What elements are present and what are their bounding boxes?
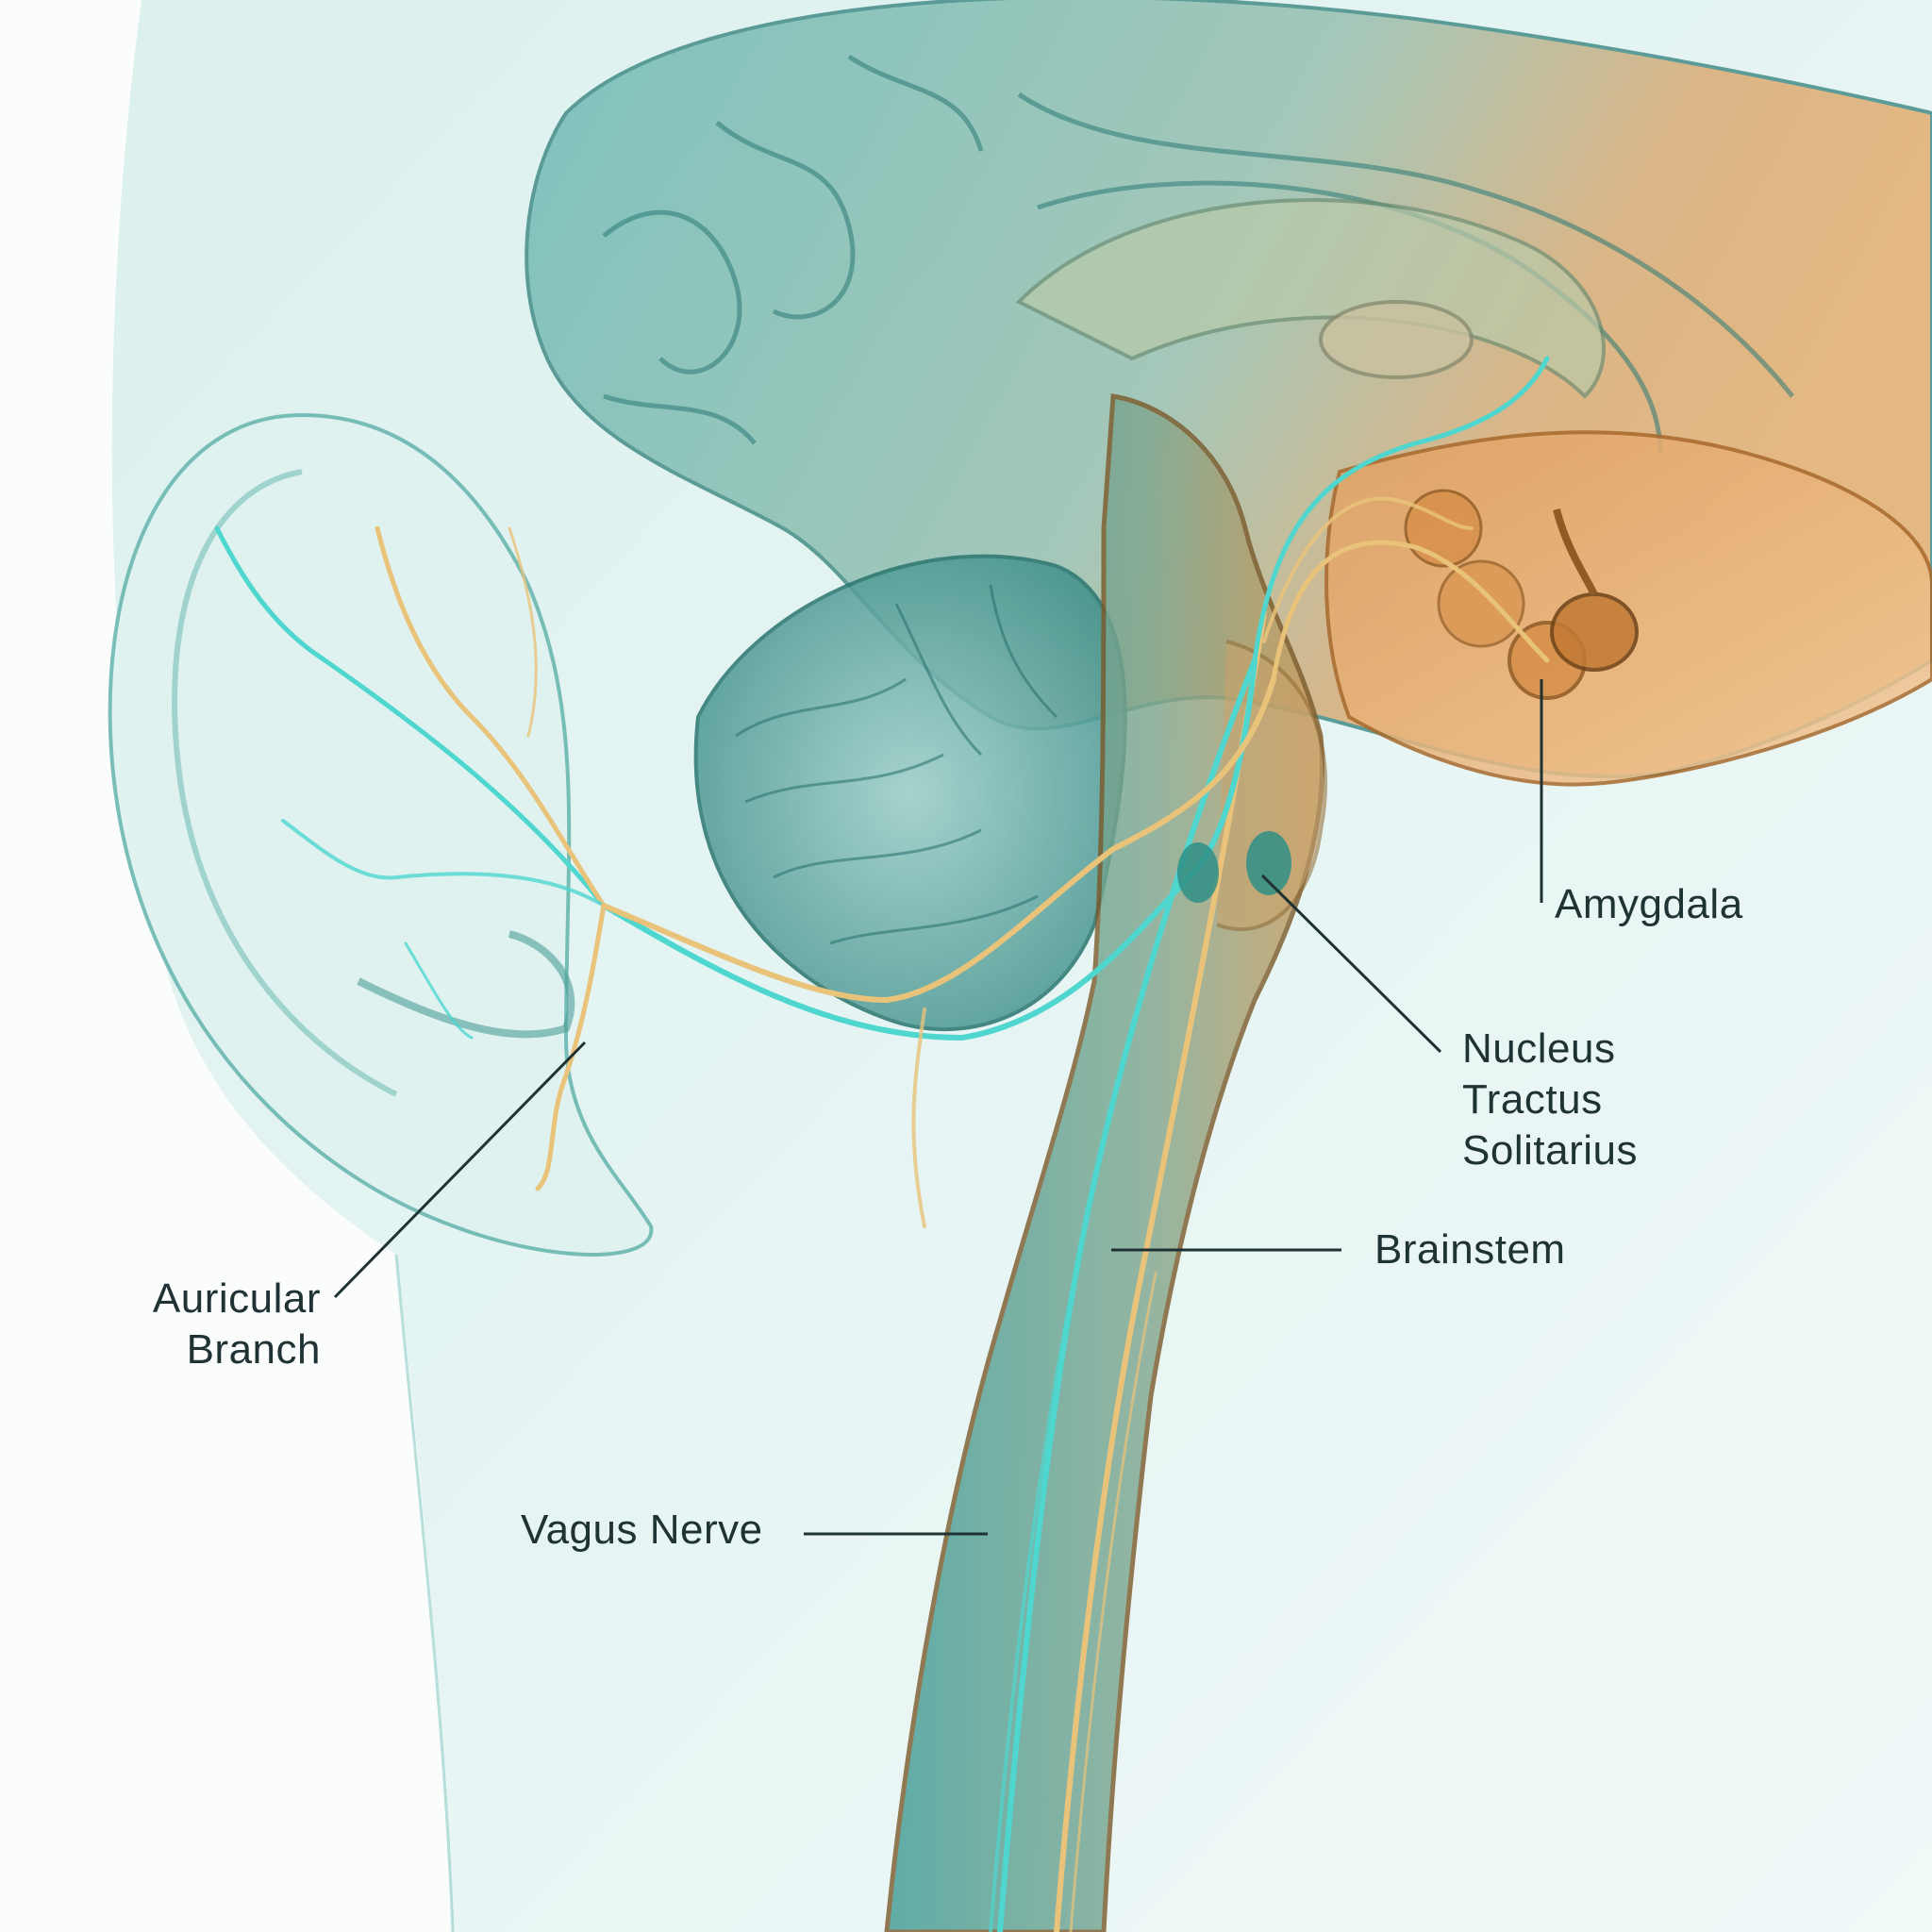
nts-nucleus-left xyxy=(1177,842,1219,903)
label-nts-line2: Tractus xyxy=(1462,1076,1603,1123)
label-auricular-line1: Auricular xyxy=(152,1275,321,1322)
label-nucleus-tractus-solitarius: Nucleus Tractus Solitarius xyxy=(1462,1024,1638,1176)
ear xyxy=(108,412,654,1257)
pons xyxy=(1216,640,1328,931)
neck-outline xyxy=(394,1254,455,1932)
label-nts-line3: Solitarius xyxy=(1462,1127,1638,1174)
leader-auricular xyxy=(333,1041,587,1299)
auricular-nerve-branches xyxy=(214,525,607,1191)
label-amygdala: Amygdala xyxy=(1555,881,1743,927)
vagus-nerve-bundle xyxy=(989,610,1267,1932)
label-vagus-nerve: Vagus Nerve xyxy=(521,1507,763,1553)
leader-lines xyxy=(333,679,1543,1536)
cerebellum-folia xyxy=(735,584,1058,945)
label-auricular-branch: Auricular Branch xyxy=(132,1274,321,1375)
label-auricular-line2: Branch xyxy=(186,1326,321,1373)
leader-nts xyxy=(1260,874,1442,1054)
nts-nucleus-right xyxy=(1246,831,1291,895)
auricular-to-brainstem-nerves xyxy=(601,356,1550,1228)
label-brainstem: Brainstem xyxy=(1374,1226,1566,1273)
thalamus xyxy=(1319,300,1474,379)
label-nts-line1: Nucleus xyxy=(1462,1025,1616,1072)
